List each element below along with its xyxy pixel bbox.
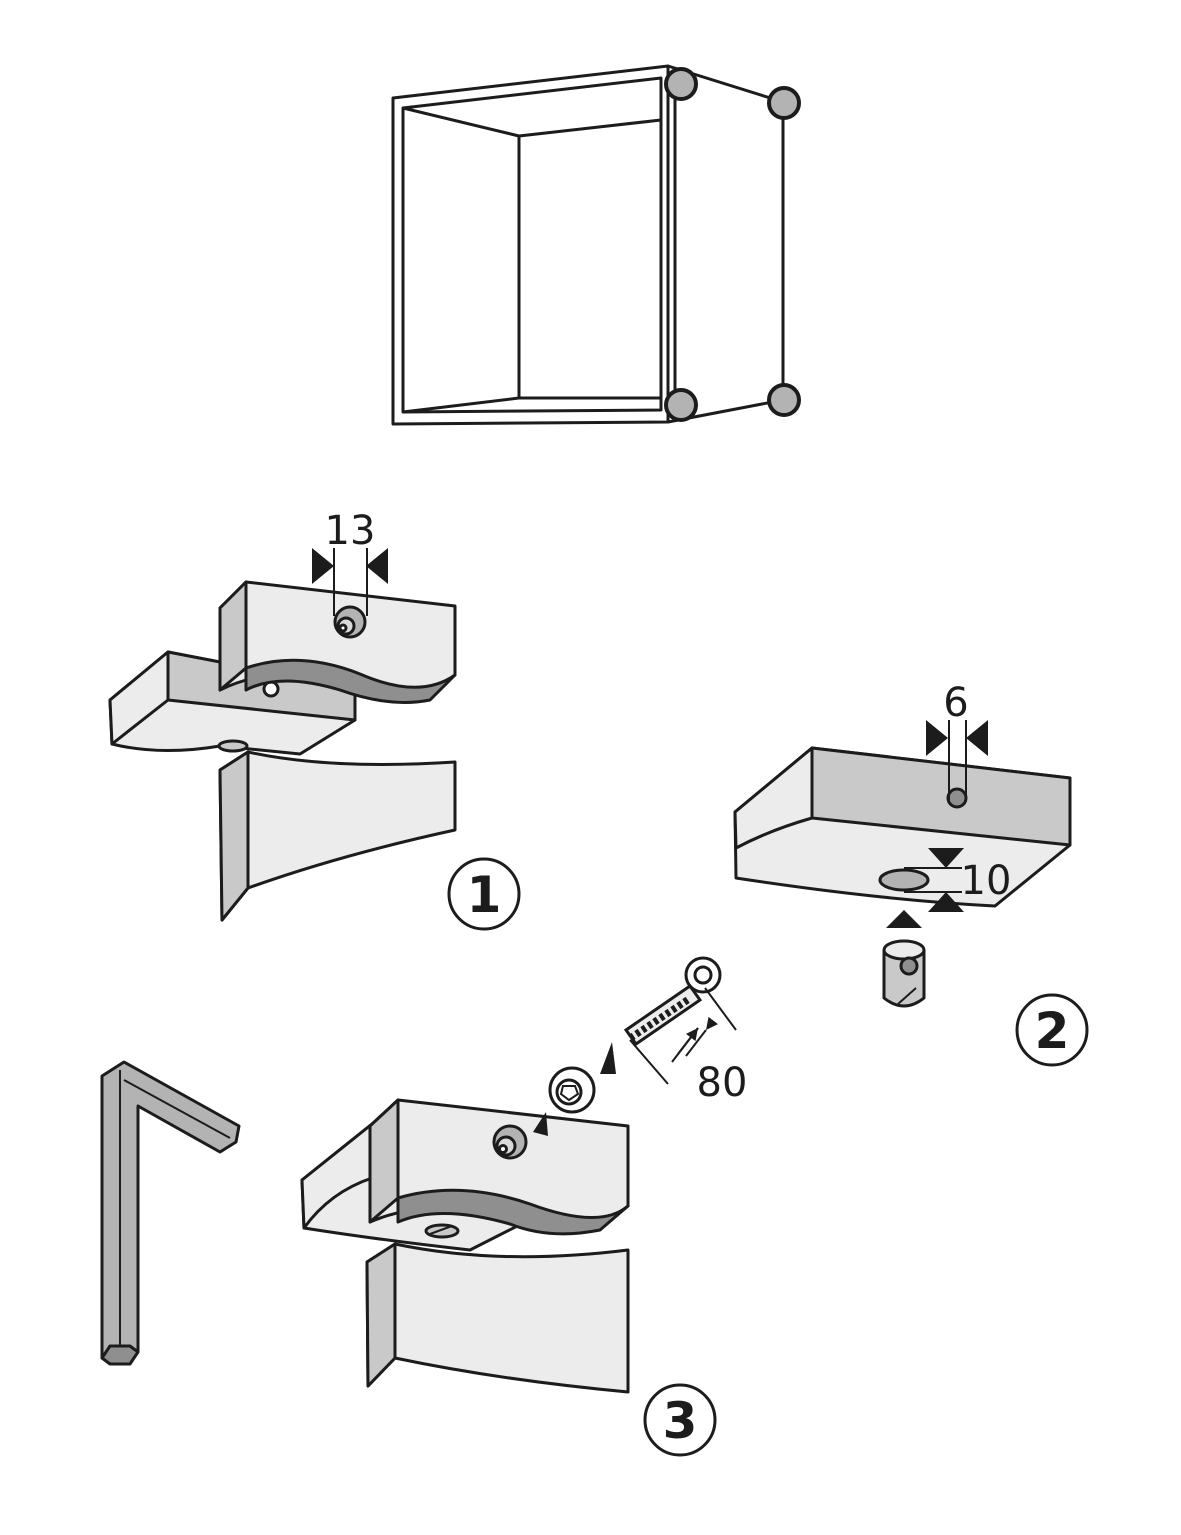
connector-point-bottom-back — [767, 383, 801, 417]
bolt-icon — [623, 956, 722, 1047]
step-3-insert-arrow-lower — [533, 1112, 548, 1136]
step-1-dimension-13 — [312, 548, 388, 616]
step-1-illustration — [108, 580, 457, 922]
dimension-label-6: 6 — [943, 680, 968, 726]
step-number-3: 3 — [663, 1392, 698, 1450]
step-number-2: 2 — [1035, 1002, 1070, 1060]
step-3-illustration — [300, 1098, 630, 1394]
connector-cap-icon — [548, 1066, 596, 1114]
step-2-dimension-10 — [904, 848, 964, 912]
dimension-label-13: 13 — [325, 508, 376, 554]
step-number-1: 1 — [467, 866, 502, 924]
dimension-label-80: 80 — [697, 1060, 748, 1106]
allen-key-icon — [100, 1060, 241, 1366]
step-3-insert-arrow-upper — [600, 1042, 616, 1074]
step-2-drill-hole — [946, 787, 968, 809]
step-3-dimension-80 — [629, 987, 737, 1085]
step-3-badge: 3 — [643, 1383, 717, 1457]
step-2-insert-arrow — [886, 910, 922, 928]
overview-cabinet — [391, 64, 785, 426]
step-2-badge: 2 — [1015, 993, 1089, 1067]
connector-point-bottom-front — [664, 388, 698, 422]
dimension-label-10: 10 — [961, 858, 1012, 904]
connector-point-top-back — [767, 86, 801, 120]
step-2-illustration — [733, 746, 1072, 1008]
step-2-cross-hole — [878, 868, 930, 892]
connector-point-top-front — [664, 67, 698, 101]
step-2-dimension-6 — [926, 720, 988, 800]
cabinet-connector-points — [664, 67, 801, 422]
barrel-nut-icon — [882, 939, 926, 1008]
step-1-drill-hole — [333, 605, 367, 639]
step-1-badge: 1 — [447, 857, 521, 931]
step-3-drill-hole — [492, 1124, 528, 1160]
